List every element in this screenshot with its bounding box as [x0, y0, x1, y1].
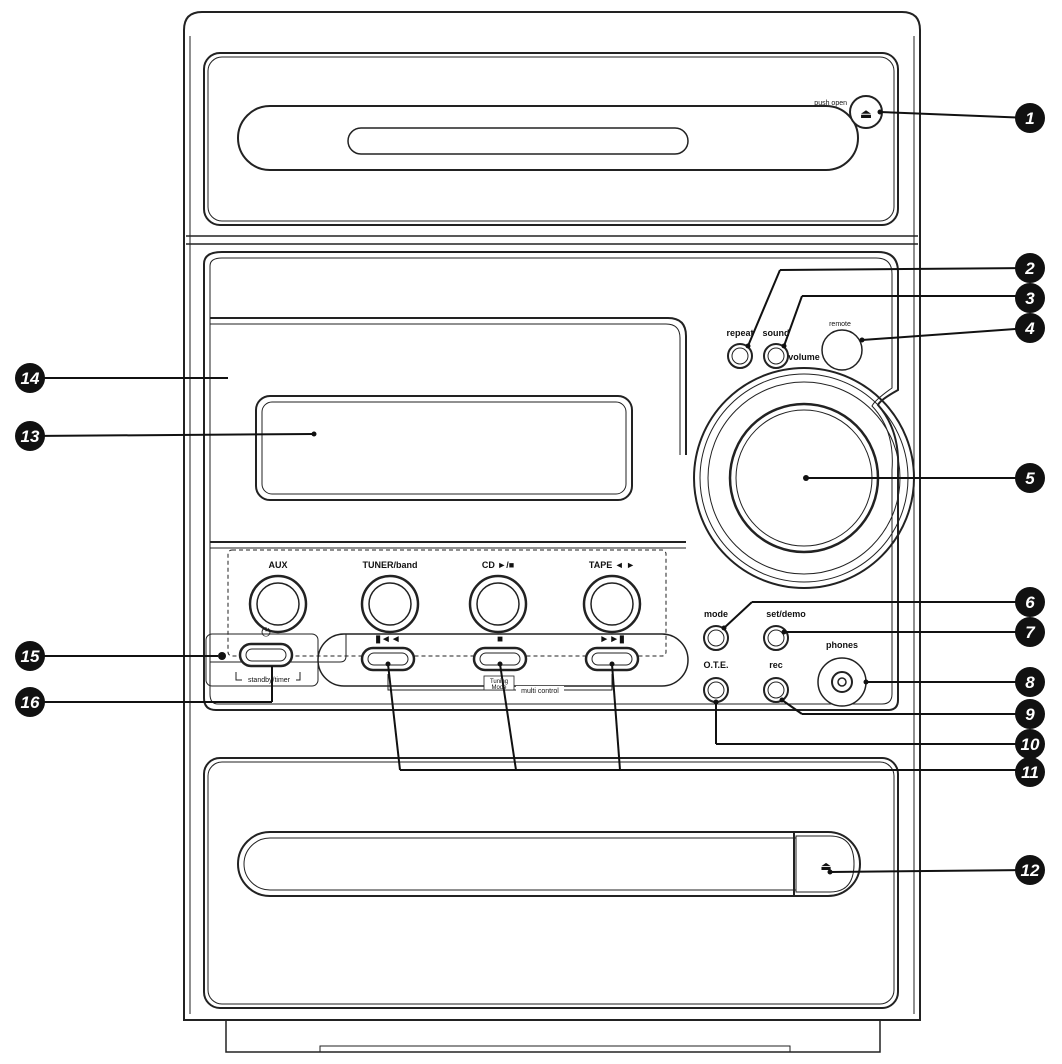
- tape-slot: [237, 831, 861, 897]
- callout-9: 9: [1015, 699, 1045, 729]
- tuning-mode-label-2: Mode: [491, 685, 507, 691]
- cd-label: CD ►/■: [482, 560, 514, 570]
- standby-indicator: [218, 652, 226, 660]
- power-strip: [205, 633, 319, 687]
- phones-label: phones: [826, 640, 858, 650]
- multi-control-label: multi control: [521, 688, 559, 695]
- phones-jack[interactable]: [817, 657, 867, 707]
- svg-text:13: 13: [21, 427, 40, 446]
- callout-16: 16: [15, 687, 45, 717]
- tuner-band-label: TUNER/band: [363, 560, 418, 570]
- callout-1: 1: [1015, 103, 1045, 133]
- sound-label: sound: [763, 328, 790, 338]
- push-open-button[interactable]: ⏏: [849, 95, 883, 129]
- callout-3: 3: [1015, 283, 1045, 313]
- svg-text:9: 9: [1025, 705, 1035, 724]
- callout-4: 4: [1015, 313, 1045, 343]
- tape-unit: [203, 757, 899, 1009]
- svg-text:5: 5: [1025, 469, 1035, 488]
- svg-text:4: 4: [1024, 319, 1035, 338]
- callout-14: 14: [15, 363, 45, 393]
- source-button-group: [227, 549, 667, 657]
- cabinet: [183, 11, 921, 1053]
- callout-2: 2: [1015, 253, 1045, 283]
- callout-6: 6: [1015, 587, 1045, 617]
- push-open-label: push open: [814, 100, 847, 107]
- remote-sensor: [821, 329, 863, 371]
- rec-label: rec: [769, 660, 783, 670]
- tape-button[interactable]: [582, 574, 642, 634]
- volume-label: volume: [788, 352, 820, 362]
- leader-lines: [29, 111, 1031, 873]
- tape-eject-icon: ⏏: [820, 859, 831, 873]
- svg-text:16: 16: [21, 693, 40, 712]
- skip-back-icon: ▮◄◄: [375, 634, 400, 645]
- standby-timer-button[interactable]: [238, 642, 294, 668]
- remote-label: remote: [829, 321, 851, 328]
- repeat-button[interactable]: [727, 343, 753, 369]
- svg-text:10: 10: [1021, 735, 1040, 754]
- svg-text:3: 3: [1025, 289, 1035, 308]
- tape-label: TAPE ◄ ►: [589, 560, 635, 570]
- svg-text:8: 8: [1025, 673, 1035, 692]
- svg-text:7: 7: [1025, 623, 1036, 642]
- set-demo-label: set/demo: [766, 609, 806, 619]
- aux-button[interactable]: [248, 574, 308, 634]
- tuning-mode-label-1: Tuning: [490, 679, 508, 685]
- svg-text:12: 12: [1021, 861, 1040, 880]
- repeat-label: repeat: [726, 328, 753, 338]
- standby-timer-label: standby/timer: [248, 677, 291, 684]
- svg-text:2: 2: [1024, 259, 1035, 278]
- power-icon: ⏻: [261, 625, 271, 639]
- ote-button[interactable]: [703, 677, 729, 703]
- aux-label: AUX: [268, 560, 287, 570]
- callout-10: 10: [1015, 729, 1045, 759]
- display-window: [261, 401, 627, 495]
- svg-text:6: 6: [1025, 593, 1035, 612]
- set-demo-button[interactable]: [763, 625, 789, 651]
- callout-15: 15: [15, 641, 45, 671]
- cd-unit: [203, 52, 899, 226]
- callout-12: 12: [1015, 855, 1045, 885]
- cd-tray-slot: [237, 105, 859, 171]
- eject-icon: ⏏: [860, 106, 872, 121]
- cd-tray-opening: [347, 127, 689, 155]
- mode-label: mode: [704, 609, 728, 619]
- tuner-band-button[interactable]: [360, 574, 420, 634]
- callout-5: 5: [1015, 463, 1045, 493]
- callout-11: 11: [1015, 757, 1045, 787]
- display-window-outer: [255, 395, 633, 501]
- skip-forward-icon: ►►▮: [599, 634, 624, 645]
- stop-icon: ■: [497, 634, 503, 645]
- ote-label: O.T.E.: [703, 660, 728, 670]
- cd-play-stop-button[interactable]: [468, 574, 528, 634]
- callout-8: 8: [1015, 667, 1045, 697]
- sound-button[interactable]: [763, 343, 789, 369]
- svg-text:15: 15: [21, 647, 40, 666]
- callout-7: 7: [1015, 617, 1045, 647]
- main-unit: [203, 251, 900, 711]
- rec-button[interactable]: [763, 677, 789, 703]
- tape-eject-button[interactable]: ⏏: [795, 835, 855, 893]
- svg-text:11: 11: [1021, 763, 1039, 782]
- svg-text:14: 14: [21, 369, 40, 388]
- svg-text:1: 1: [1025, 109, 1034, 128]
- leader-endpoints: [311, 109, 883, 875]
- mode-button[interactable]: [703, 625, 729, 651]
- callout-13: 13: [15, 421, 45, 451]
